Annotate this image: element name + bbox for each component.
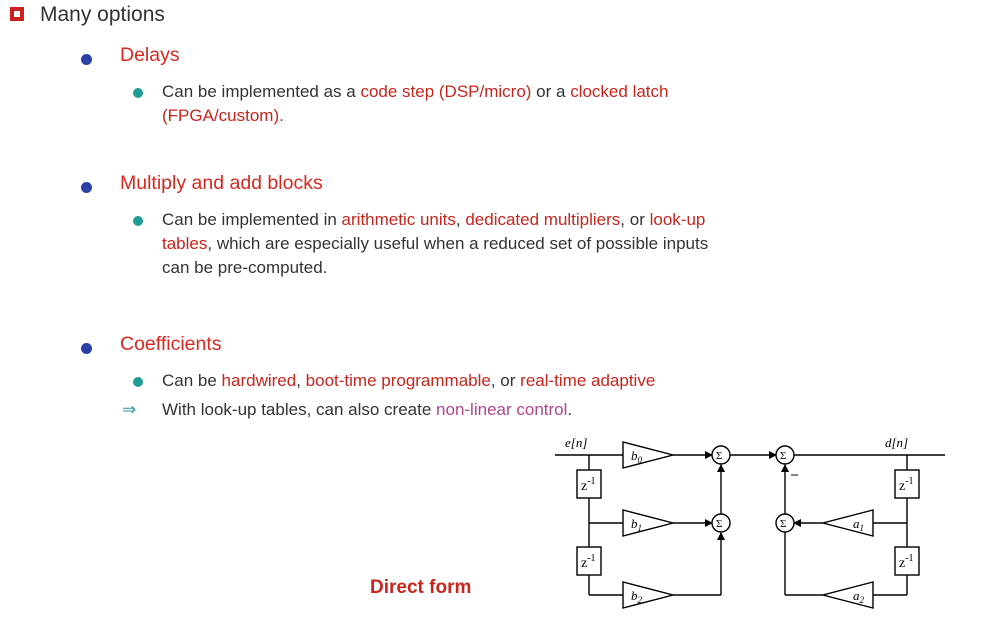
coefficients-text: Can be hardwired, boot-time programmable…	[162, 371, 656, 390]
sum-icon: Σ	[780, 450, 786, 462]
sub-bullet-icon	[133, 377, 143, 387]
coef-b2-label: b2	[631, 588, 643, 605]
square-bullet-icon	[10, 7, 24, 21]
direct-form-diagram: e[n] d[n] z-1 z-1 z-1 z-1 b0 b1 b2 a1 a2…	[555, 435, 945, 609]
coef-b0-label: b0	[631, 448, 643, 465]
output-label: d[n]	[885, 435, 908, 450]
delay-label: z-1	[581, 476, 596, 494]
nonlinear-text: With look-up tables, can also create non…	[162, 400, 573, 419]
section-title-delays: Delays	[120, 44, 180, 66]
delays-text: Can be implemented as a code step (DSP/m…	[162, 82, 669, 125]
coef-a1-label: a1	[853, 516, 864, 533]
implies-arrow-icon: ⇒	[122, 400, 137, 419]
multiply-add-text: Can be implemented in arithmetic units, …	[162, 210, 709, 277]
heading-many-options: Many options	[40, 3, 165, 26]
bullet-icon	[81, 182, 92, 193]
bullet-icon	[81, 343, 92, 354]
section-title-coefficients: Coefficients	[120, 333, 222, 355]
bullet-icon	[81, 54, 92, 65]
sub-bullet-icon	[133, 216, 143, 226]
coef-b1-label: b1	[631, 516, 642, 533]
delay-label: z-1	[899, 476, 914, 494]
sum-icon: Σ	[780, 518, 786, 530]
diagram-caption: Direct form	[370, 577, 472, 598]
minus-sign: –	[790, 467, 799, 482]
sum-icon: Σ	[716, 518, 722, 530]
section-title-multiply-add: Multiply and add blocks	[120, 172, 323, 194]
sum-icon: Σ	[716, 450, 722, 462]
delay-label: z-1	[581, 553, 596, 571]
input-label: e[n]	[565, 435, 587, 450]
coef-a2-label: a2	[853, 588, 865, 605]
delay-label: z-1	[899, 553, 914, 571]
sub-bullet-icon	[133, 88, 143, 98]
